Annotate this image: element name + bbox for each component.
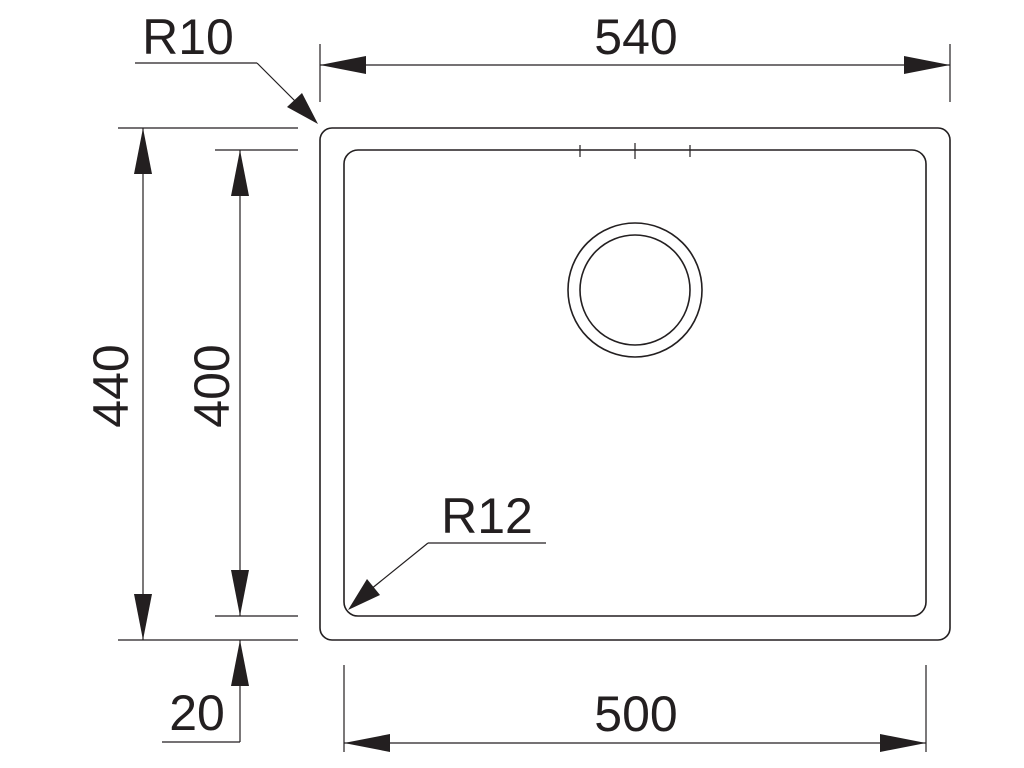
inner-width-label: 500	[594, 686, 677, 742]
overall-width-label: 540	[594, 9, 677, 65]
arrow-right	[880, 734, 926, 752]
arrow-down	[134, 594, 152, 640]
drain-outer-ring	[567, 222, 703, 358]
leader-arrow	[348, 579, 380, 610]
arrow-left	[344, 734, 390, 752]
arrow-up	[231, 150, 249, 196]
arrow-left	[320, 56, 366, 74]
outer-radius-label: R10	[142, 9, 234, 65]
dimension-rim-width: 20	[162, 640, 249, 743]
rim-width-label: 20	[169, 685, 225, 741]
arrow-right	[904, 56, 950, 74]
dimension-overall-height: 440	[83, 127, 298, 641]
arrow-up	[134, 128, 152, 174]
outer-sink-outline	[319, 127, 951, 641]
dimension-inner-height: 400	[184, 149, 298, 617]
inner-height-label: 400	[184, 344, 240, 427]
dimension-overall-width: 540	[319, 9, 951, 102]
dimension-inner-width: 500	[343, 665, 927, 752]
leader-arrow	[287, 93, 318, 124]
arrow-down	[231, 570, 249, 616]
drain-inner-ring	[579, 234, 691, 346]
inner-radius-label: R12	[441, 488, 533, 544]
center-marks	[579, 143, 691, 159]
outer-radius-callout: R10	[135, 9, 318, 124]
overall-height-label: 440	[83, 344, 139, 427]
inner-basin-outline	[343, 149, 927, 617]
arrow-up	[231, 640, 249, 686]
inner-radius-callout: R12	[348, 488, 546, 610]
drain	[567, 222, 703, 358]
